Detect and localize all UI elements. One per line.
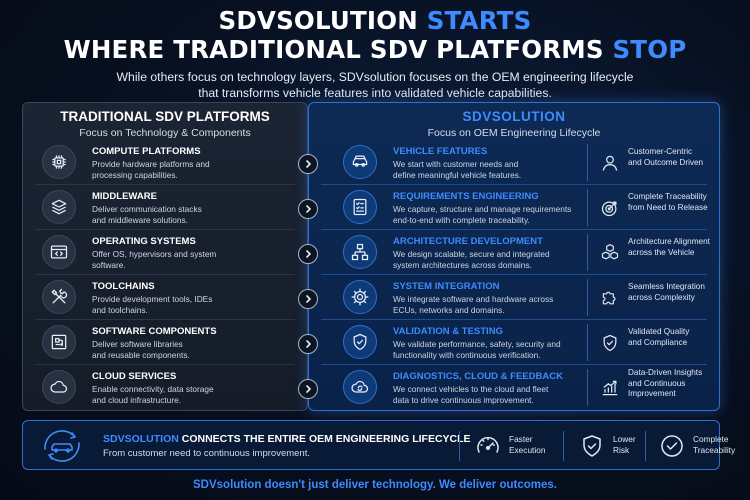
right-item-title: ARCHITECTURE DEVELOPMENT <box>393 236 543 247</box>
title-text: WHERE TRADITIONAL SDV PLATFORMS <box>63 35 613 64</box>
lifecycle-title: SDVSOLUTION CONNECTS THE ENTIRE OEM ENGI… <box>103 433 471 445</box>
gear-icon <box>343 280 377 314</box>
right-item-architecture: ARCHITECTURE DEVELOPMENT We design scala… <box>309 230 719 275</box>
shield-check-icon <box>343 325 377 359</box>
car-cycle-icon <box>44 430 80 462</box>
left-item-compute: COMPUTE PLATFORMS Provide hardware platf… <box>23 140 307 185</box>
shield-check-icon <box>583 435 601 457</box>
left-item-toolchains: TOOLCHAINS Provide development tools, ID… <box>23 275 307 320</box>
cloud-sync-icon <box>343 370 377 404</box>
chart-up-icon <box>602 380 618 396</box>
code-window-icon <box>42 235 76 269</box>
title-brand: SDVSOLUTION <box>218 6 427 35</box>
sdvsolution-panel: SDVSOLUTION Focus on OEM Engineering Lif… <box>308 102 720 411</box>
right-item-title: REQUIREMENTS ENGINEERING <box>393 191 539 202</box>
right-item-validation: VALIDATION & TESTING We validate perform… <box>309 320 719 365</box>
check-circle-icon <box>661 435 683 457</box>
main-title-line-1: SDVSOLUTION STARTS <box>0 6 750 35</box>
lifecycle-subtitle: From customer need to continuous improve… <box>103 448 310 459</box>
right-item-requirements: REQUIREMENTS ENGINEERING We capture, str… <box>309 185 719 230</box>
left-item-title: SOFTWARE COMPONENTS <box>92 326 217 337</box>
left-item-operating-systems: OPERATING SYSTEMS Offer OS, hypervisors … <box>23 230 307 275</box>
car-icon <box>343 145 377 179</box>
left-item-title: CLOUD SERVICES <box>92 371 177 382</box>
right-item-title: DIAGNOSTICS, CLOUD & FEEDBACK <box>393 371 563 382</box>
left-item-title: MIDDLEWARE <box>92 191 157 202</box>
right-panel-header: SDVSOLUTION Focus on OEM Engineering Lif… <box>309 103 719 140</box>
left-item-software-components: SOFTWARE COMPONENTS Deliver software lib… <box>23 320 307 365</box>
right-panel-title: SDVSOLUTION <box>462 109 566 124</box>
left-item-cloud-services: CLOUD SERVICES Enable connectivity, data… <box>23 365 307 410</box>
left-item-title: TOOLCHAINS <box>92 281 155 292</box>
right-item-vehicle-features: VEHICLE FEATURES We start with customer … <box>309 140 719 185</box>
title-accent-stop: STOP <box>612 35 687 64</box>
hero-subtitle: While others focus on technology layers,… <box>0 70 750 101</box>
right-item-title: VALIDATION & TESTING <box>393 326 503 337</box>
title-accent-starts: STARTS <box>426 6 532 35</box>
left-panel-subtitle: Focus on Technology & Components <box>79 127 251 139</box>
hero-subtitle-line-2: that transforms vehicle features into va… <box>198 85 552 100</box>
hierarchy-icon <box>343 235 377 269</box>
cubes-icon <box>601 244 619 260</box>
traditional-platforms-panel: TRADITIONAL SDV PLATFORMS Focus on Techn… <box>22 102 308 411</box>
hero: SDVSOLUTION STARTS WHERE TRADITIONAL SDV… <box>0 6 750 101</box>
chevron-right-icon <box>298 289 318 309</box>
chevron-right-icon <box>298 199 318 219</box>
puzzle-icon <box>602 291 616 305</box>
user-icon <box>602 155 618 171</box>
chevron-right-icon <box>298 154 318 174</box>
main-title-line-2: WHERE TRADITIONAL SDV PLATFORMS STOP <box>0 35 750 64</box>
right-item-title: SYSTEM INTEGRATION <box>393 281 500 292</box>
layers-icon <box>42 190 76 224</box>
left-item-title: OPERATING SYSTEMS <box>92 236 196 247</box>
chevron-right-icon <box>298 334 318 354</box>
right-item-system-integration: SYSTEM INTEGRATION We integrate software… <box>309 275 719 320</box>
circuit-icon <box>42 325 76 359</box>
tagline: SDVsolution doesn't just deliver technol… <box>193 479 557 491</box>
target-icon <box>601 201 617 217</box>
left-panel-title: TRADITIONAL SDV PLATFORMS <box>60 109 270 124</box>
lifecycle-summary-box: SDVSOLUTION CONNECTS THE ENTIRE OEM ENGI… <box>22 420 735 470</box>
shield-check-icon <box>603 334 617 352</box>
speedometer-icon <box>477 436 499 453</box>
left-panel-header: TRADITIONAL SDV PLATFORMS Focus on Techn… <box>23 103 307 140</box>
cloud-icon <box>42 370 76 404</box>
right-panel-subtitle: Focus on OEM Engineering Lifecycle <box>427 127 601 139</box>
right-item-title: VEHICLE FEATURES <box>393 146 488 157</box>
right-item-diagnostics: DIAGNOSTICS, CLOUD & FEEDBACK We connect… <box>309 365 719 410</box>
hero-subtitle-line-1: While others focus on technology layers,… <box>116 70 634 84</box>
left-item-title: COMPUTE PLATFORMS <box>92 146 201 157</box>
checklist-icon <box>343 190 377 224</box>
chevron-right-icon <box>298 379 318 399</box>
tools-icon <box>42 280 76 314</box>
chip-icon <box>42 145 76 179</box>
chevron-right-icon <box>298 244 318 264</box>
